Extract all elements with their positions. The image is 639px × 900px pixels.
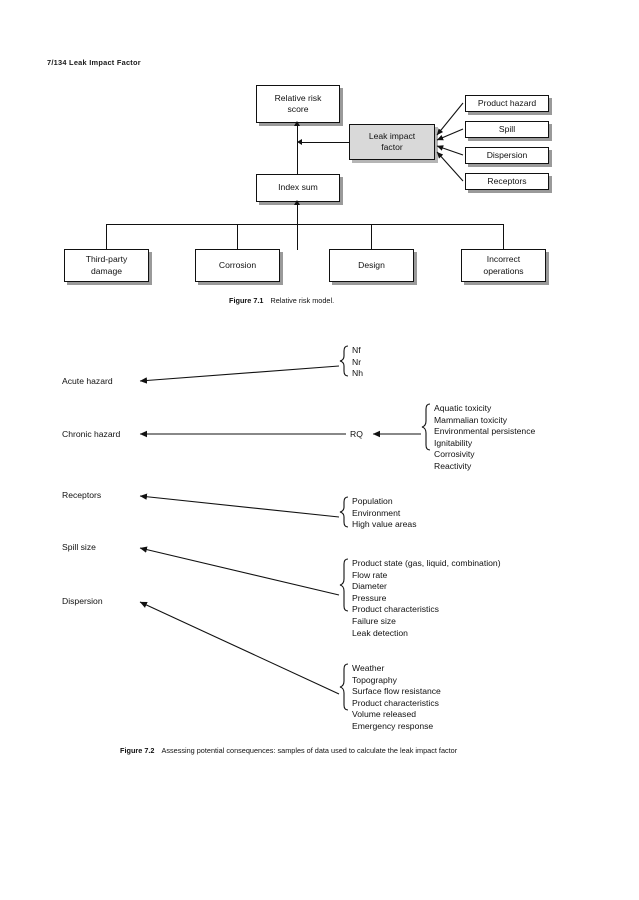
figure-7-2-caption: Figure 7.2 Assessing potential consequenc… [120, 746, 457, 755]
arrowhead-to-index-sum [294, 200, 300, 205]
box-index-sum: Index sum [256, 174, 340, 202]
connector-distribution-bar [106, 224, 503, 225]
arrowhead-to-relative-risk-score [294, 121, 300, 126]
figure-7-2-caption-number: Figure 7.2 [120, 746, 155, 755]
list-item: Reactivity [434, 460, 472, 471]
box-third-party-damage: Third-party damage [64, 249, 149, 282]
box-third-party-damage-line2: damage [90, 265, 123, 276]
box-design: Design [329, 249, 414, 282]
list-spill-size-items: Product state (gas, liquid, combination)… [352, 558, 501, 639]
box-product-hazard: Product hazard [465, 95, 549, 112]
arrow-to-spill-size [139, 546, 340, 596]
box-incorrect-operations-line2: operations [483, 265, 524, 276]
arrowhead-to-spine [297, 139, 302, 145]
figure-7-1-caption-number: Figure 7.1 [229, 296, 264, 305]
label-receptors: Receptors [62, 490, 102, 500]
figure-7-1-caption: Figure 7.1 Relative risk model. [229, 296, 334, 305]
figure-7-1-caption-text: Relative risk model. [270, 296, 335, 305]
running-header: 7/134 Leak Impact Factor [47, 58, 141, 67]
list-item: Nh [352, 368, 363, 379]
box-corrosion: Corrosion [195, 249, 280, 282]
list-item: Surface flow resistance [352, 686, 441, 697]
list-receptors-items: Population Environment High value areas [352, 496, 417, 531]
box-design-label: Design [358, 259, 385, 270]
list-item: Pressure [352, 592, 387, 603]
list-item: Ignitability [434, 437, 473, 448]
brace-spill-size [339, 558, 349, 612]
brace-chronic-hazard [421, 403, 431, 451]
list-item: Leak detection [352, 627, 408, 638]
figure-7-2-caption-text: Assessing potential consequences: sample… [161, 746, 458, 755]
connector-drop-incorrect-operations [503, 224, 504, 249]
list-item: High value areas [352, 519, 417, 530]
label-chronic-hazard: Chronic hazard [62, 429, 121, 439]
box-relative-risk-score-line1: Relative risk [274, 92, 322, 103]
list-item: Population [352, 496, 393, 506]
box-leak-impact-factor: Leak impact factor [349, 124, 435, 160]
box-incorrect-operations-line1: Incorrect [486, 254, 521, 264]
box-spill: Spill [465, 121, 549, 138]
list-item: Corrosivity [434, 449, 475, 460]
box-receptors: Receptors [465, 173, 549, 190]
list-acute-hazard-items: Nf Nr Nh [352, 345, 363, 380]
list-item: Diameter [352, 581, 387, 592]
box-incorrect-operations: Incorrect operations [461, 249, 546, 282]
connector-leak-impact-to-spine [300, 142, 349, 143]
connector-drop-third-party [106, 224, 107, 249]
label-dispersion: Dispersion [62, 596, 103, 606]
list-item: Nf [352, 345, 361, 355]
box-dispersion-label: Dispersion [486, 149, 528, 160]
box-third-party-damage-line1: Third-party [85, 254, 128, 264]
box-leak-impact-factor-line1: Leak impact [368, 130, 416, 141]
list-item: Mammalian toxicity [434, 414, 508, 425]
connector-stem-upper [297, 203, 298, 225]
brace-acute-hazard [339, 345, 349, 377]
list-item: Topography [352, 674, 397, 685]
list-item: Emergency response [352, 720, 434, 731]
list-item: Volume released [352, 709, 417, 720]
list-item: Failure size [352, 615, 396, 626]
arrow-to-receptors [139, 493, 340, 518]
brace-dispersion [339, 663, 349, 711]
list-item: Nr [352, 356, 362, 367]
list-dispersion-items: Weather Topography Surface flow resistan… [352, 663, 441, 733]
list-item: Aquatic toxicity [434, 403, 492, 413]
list-item: Product characteristics [352, 697, 439, 708]
list-chronic-hazard-items: Aquatic toxicity Mammalian toxicity Envi… [434, 403, 535, 473]
box-product-hazard-label: Product hazard [477, 97, 537, 108]
box-index-sum-label: Index sum [278, 182, 318, 193]
box-spill-label: Spill [498, 123, 516, 134]
list-item: Flow rate [352, 569, 388, 580]
list-item: Environmental persistence [434, 426, 536, 437]
label-spill-size: Spill size [62, 542, 96, 552]
arrow-to-acute-hazard [139, 365, 340, 384]
list-item: Weather [352, 663, 385, 673]
box-receptors-label: Receptors [487, 175, 527, 186]
arrow-to-dispersion [139, 601, 340, 695]
label-acute-hazard: Acute hazard [62, 376, 113, 386]
connector-drop-design [371, 224, 372, 249]
list-item: Product state (gas, liquid, combination) [352, 558, 501, 568]
box-dispersion: Dispersion [465, 147, 549, 164]
list-item: Environment [352, 507, 401, 518]
connector-stem-to-index-sum [297, 224, 298, 250]
connector-drop-corrosion [237, 224, 238, 249]
box-corrosion-label: Corrosion [218, 259, 257, 270]
brace-receptors [339, 496, 349, 528]
box-relative-risk-score-line2: score [287, 104, 309, 114]
box-relative-risk-score: Relative risk score [256, 85, 340, 123]
connector-index-sum-to-risk-score [297, 123, 298, 174]
node-rq: RQ [350, 429, 363, 439]
box-leak-impact-factor-line2: factor [381, 142, 403, 152]
list-item: Product characteristics [352, 604, 439, 615]
